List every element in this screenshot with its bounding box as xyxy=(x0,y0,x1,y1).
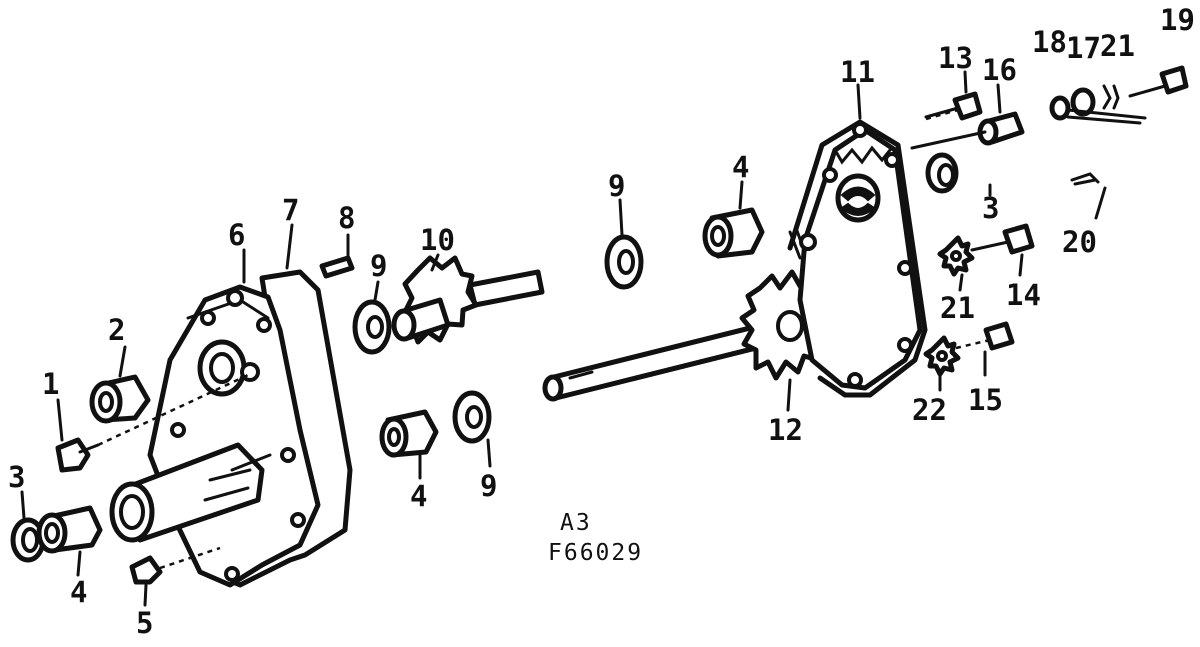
part-2-bearing xyxy=(89,374,151,424)
part-21-lockwasher xyxy=(937,235,975,277)
part-5-plug xyxy=(129,546,221,585)
part-20-cotter-pin xyxy=(1070,172,1107,220)
part-9-washer-a xyxy=(352,299,392,355)
part-17-washer xyxy=(1070,87,1096,117)
part-1-bolt xyxy=(55,373,249,473)
caption-line-1: A3 xyxy=(560,510,592,536)
callout-20: 20 xyxy=(1062,225,1097,259)
part-4-bushing-left xyxy=(36,505,103,554)
callout-9-c: 9 xyxy=(608,169,625,203)
part-15-bolt xyxy=(955,321,1015,351)
part-8-pin xyxy=(319,255,355,279)
part-16-spacer xyxy=(910,111,1025,150)
part-21-lockwasher-top xyxy=(1102,84,1120,110)
callout-16: 16 xyxy=(982,53,1017,87)
part-13-bolt xyxy=(924,91,983,121)
callout-14: 14 xyxy=(1006,278,1041,312)
callout-8: 8 xyxy=(338,201,355,235)
callout-19: 19 xyxy=(1160,3,1195,37)
callout-7: 7 xyxy=(282,193,299,227)
part-11-cover xyxy=(787,119,928,398)
callout-3-left: 3 xyxy=(8,460,25,494)
part-18-washer xyxy=(1049,95,1071,121)
left-gearcase-housing xyxy=(109,269,353,588)
callout-3-right: 3 xyxy=(982,191,999,225)
callout-21-top: 21 xyxy=(1100,29,1135,63)
callout-11: 11 xyxy=(840,55,875,89)
callout-18: 18 xyxy=(1032,25,1067,59)
callout-13: 13 xyxy=(938,41,973,75)
caption-line-2: F66029 xyxy=(548,540,643,566)
callout-9-a: 9 xyxy=(370,249,387,283)
part-3-seal-right xyxy=(925,152,959,194)
callout-12: 12 xyxy=(768,413,803,447)
callout-10: 10 xyxy=(420,223,455,257)
part-14-bolt xyxy=(970,223,1035,255)
callout-labels: 1 2 3 4 5 6 7 8 9 10 4 9 9 4 12 11 13 16… xyxy=(8,3,1195,640)
figure-caption: A3 F66029 xyxy=(548,510,643,566)
part-4-bushing-center xyxy=(702,207,765,259)
part-12-sprocket-shaft xyxy=(542,269,841,402)
callout-22: 22 xyxy=(912,393,947,427)
part-10-gear-shaft xyxy=(391,255,545,345)
callout-21: 21 xyxy=(940,291,975,325)
callout-4-left: 4 xyxy=(70,575,87,609)
callout-6: 6 xyxy=(228,218,245,252)
callout-17: 17 xyxy=(1066,31,1101,65)
part-22-lockwasher xyxy=(923,335,961,377)
part-4-bushing-middle xyxy=(379,409,439,458)
callout-4-center: 4 xyxy=(732,150,749,184)
callout-4-middle: 4 xyxy=(410,479,427,513)
callout-1: 1 xyxy=(42,367,59,401)
callout-5: 5 xyxy=(136,606,153,640)
part-9-washer-b xyxy=(452,390,492,444)
part-19-bolt xyxy=(1066,65,1189,125)
part-9-washer-c xyxy=(604,234,644,290)
leader-lines xyxy=(20,70,1024,607)
callout-2: 2 xyxy=(108,313,125,347)
callout-15: 15 xyxy=(968,383,1003,417)
callout-9-b: 9 xyxy=(480,469,497,503)
